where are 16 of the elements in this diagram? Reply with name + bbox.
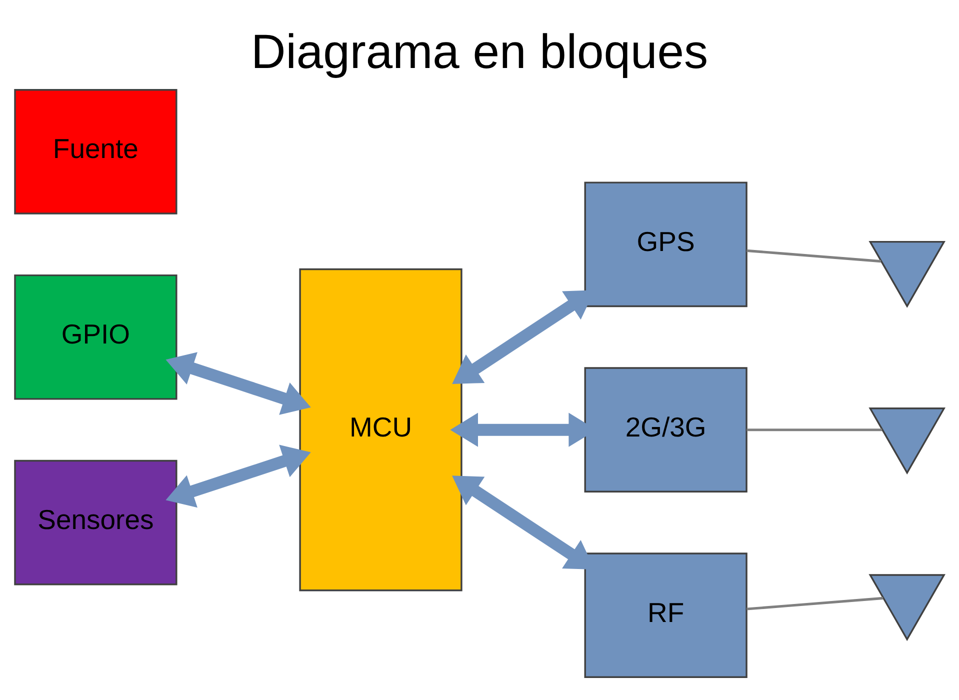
arrow: [166, 444, 311, 508]
node-box: RF: [584, 552, 748, 678]
arrow: [166, 352, 311, 415]
node-box: MCU: [299, 268, 462, 592]
connector: [746, 428, 882, 432]
node-box: Sensores: [14, 460, 178, 586]
node-triangle: [868, 574, 946, 642]
connector: [746, 596, 884, 610]
node-box: 2G/3G: [584, 367, 748, 493]
node-triangle: [868, 240, 946, 308]
node-box: GPS: [584, 182, 748, 308]
node-triangle: [868, 408, 946, 474]
connector: [746, 249, 881, 263]
node-box: GPIO: [14, 274, 178, 400]
node-box: Fuente: [14, 88, 178, 214]
diagram-title: Diagrama en bloques: [250, 25, 708, 80]
